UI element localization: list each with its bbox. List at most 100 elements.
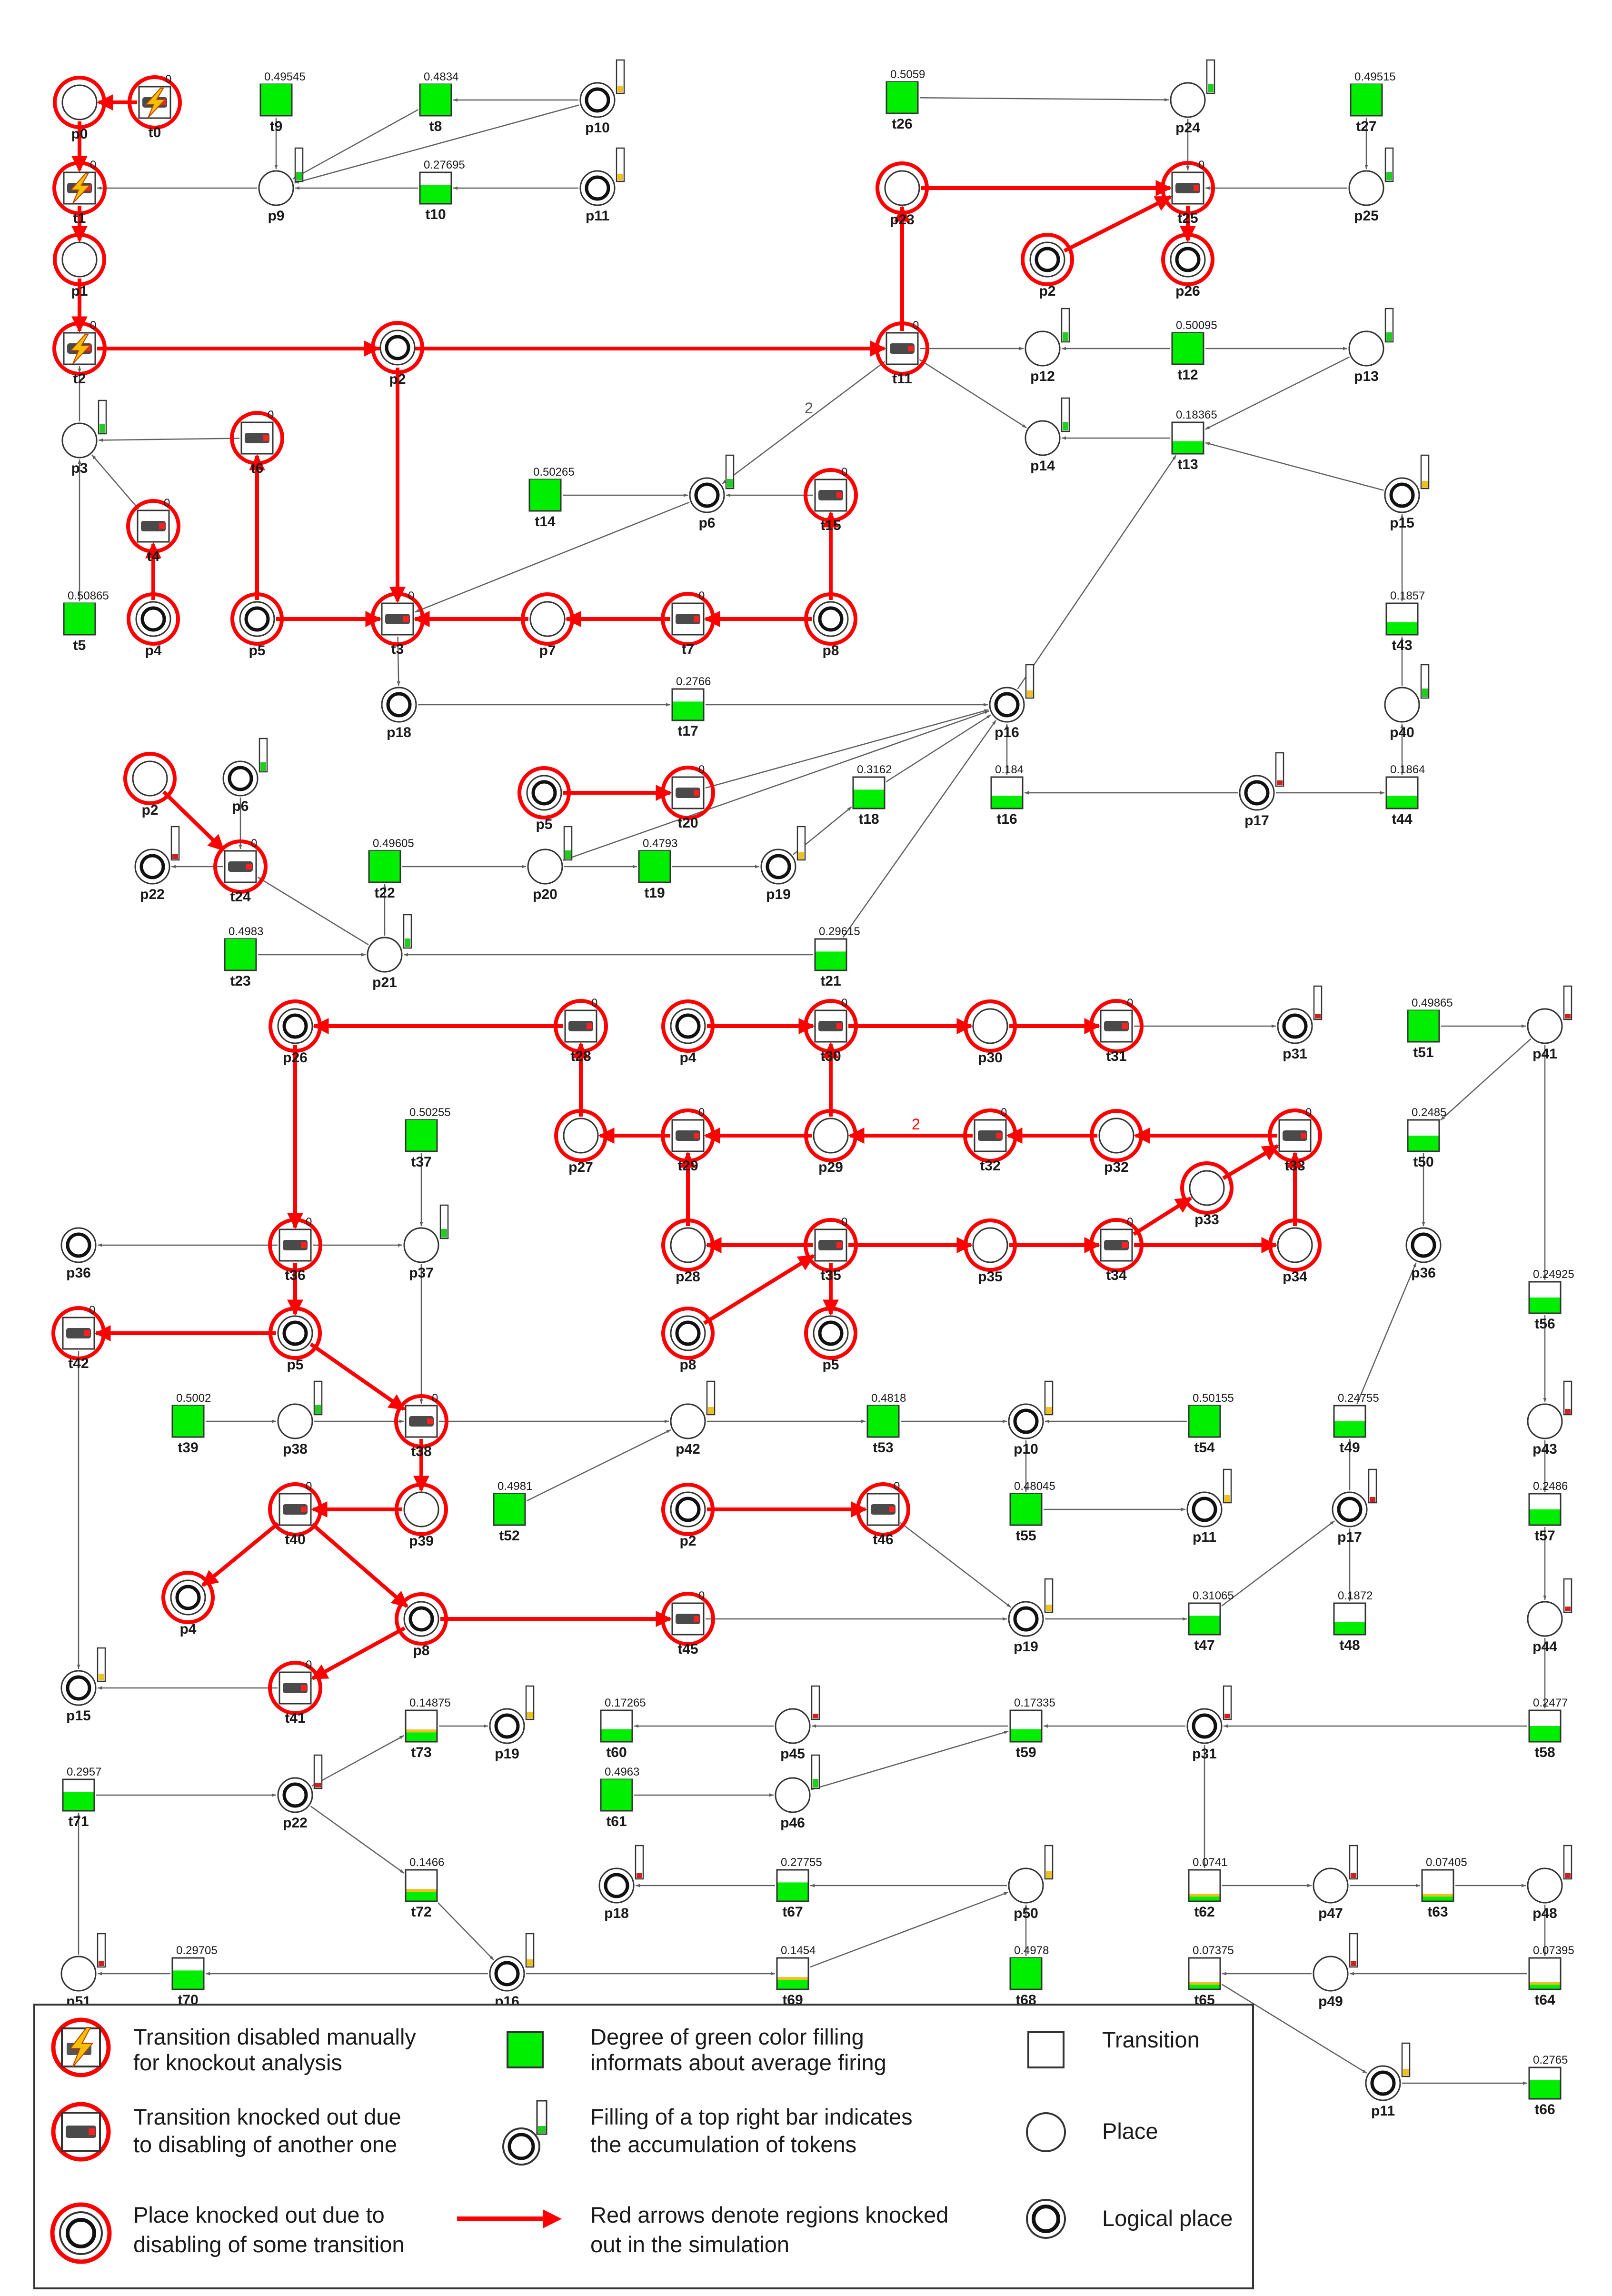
transition-t7[interactable]: 0t7 bbox=[661, 589, 715, 657]
place-p50[interactable]: p50 bbox=[1008, 1845, 1054, 1921]
place-p11[interactable]: p11 bbox=[1186, 1468, 1232, 1545]
place-p2[interactable]: p2 bbox=[661, 1483, 715, 1549]
place-p16[interactable]: p16 bbox=[989, 664, 1035, 740]
place-p19[interactable]: p19 bbox=[489, 1685, 535, 1762]
place-p22[interactable]: p22 bbox=[134, 826, 180, 902]
place-p5[interactable]: p5 bbox=[269, 1307, 322, 1373]
place-p19[interactable]: p19 bbox=[1008, 1578, 1054, 1655]
place-p1[interactable]: p1 bbox=[53, 233, 106, 299]
place-p5[interactable]: p5 bbox=[230, 592, 284, 659]
place-p43[interactable]: p43 bbox=[1527, 1380, 1572, 1457]
place-p47[interactable]: p47 bbox=[1313, 1845, 1358, 1921]
place-p36[interactable]: p36 bbox=[1405, 1227, 1442, 1281]
place-p35[interactable]: p35 bbox=[964, 1218, 1017, 1285]
place-p27[interactable]: p27 bbox=[554, 1109, 607, 1175]
transition-t3[interactable]: 0t3 bbox=[370, 589, 425, 657]
place-p31[interactable]: p31 bbox=[1186, 1685, 1232, 1762]
place-p12[interactable]: p12 bbox=[1025, 308, 1070, 384]
transition-t2[interactable]: 0t2 bbox=[52, 319, 107, 387]
place-p5[interactable]: p5 bbox=[804, 1307, 857, 1373]
place-p48[interactable]: p48 bbox=[1527, 1845, 1572, 1921]
place-p20[interactable]: p20 bbox=[527, 826, 573, 902]
place-p11[interactable]: p11 bbox=[579, 147, 625, 224]
place-p2[interactable]: p2 bbox=[371, 321, 424, 387]
place-p17[interactable]: p17 bbox=[1239, 752, 1284, 829]
place-p7[interactable]: p7 bbox=[521, 592, 574, 659]
place-p18[interactable]: p18 bbox=[598, 1845, 644, 1921]
place-p15[interactable]: p15 bbox=[1384, 454, 1430, 531]
place-p16[interactable]: p16 bbox=[489, 1933, 535, 2009]
place-p28[interactable]: p28 bbox=[661, 1218, 715, 1285]
place-p10[interactable]: p10 bbox=[579, 59, 625, 136]
place-p51[interactable]: p51 bbox=[60, 1933, 106, 2009]
place-p6[interactable]: p6 bbox=[689, 454, 735, 531]
transition-t1[interactable]: 0t1 bbox=[52, 159, 107, 226]
place-p24[interactable]: p24 bbox=[1170, 59, 1215, 136]
place-p25[interactable]: p25 bbox=[1348, 147, 1394, 224]
place-p4[interactable]: p4 bbox=[661, 999, 715, 1066]
place-p49[interactable]: p49 bbox=[1313, 1933, 1358, 2009]
transition-t4[interactable]: 0t4 bbox=[126, 497, 180, 564]
place-p44[interactable]: p44 bbox=[1527, 1578, 1572, 1655]
place-p37[interactable]: p37 bbox=[403, 1204, 449, 1281]
place-p29[interactable]: p29 bbox=[804, 1109, 857, 1175]
place-p2[interactable]: p2 bbox=[1021, 233, 1074, 299]
place-p0[interactable]: p0 bbox=[53, 76, 106, 142]
place-p8[interactable]: p8 bbox=[804, 592, 857, 659]
place-p33[interactable]: p33 bbox=[1180, 1161, 1234, 1228]
place-p15[interactable]: p15 bbox=[60, 1647, 106, 1724]
place-p31[interactable]: p31 bbox=[1277, 985, 1323, 1062]
place-p34[interactable]: p34 bbox=[1268, 1218, 1322, 1285]
place-p32[interactable]: p32 bbox=[1090, 1109, 1143, 1175]
